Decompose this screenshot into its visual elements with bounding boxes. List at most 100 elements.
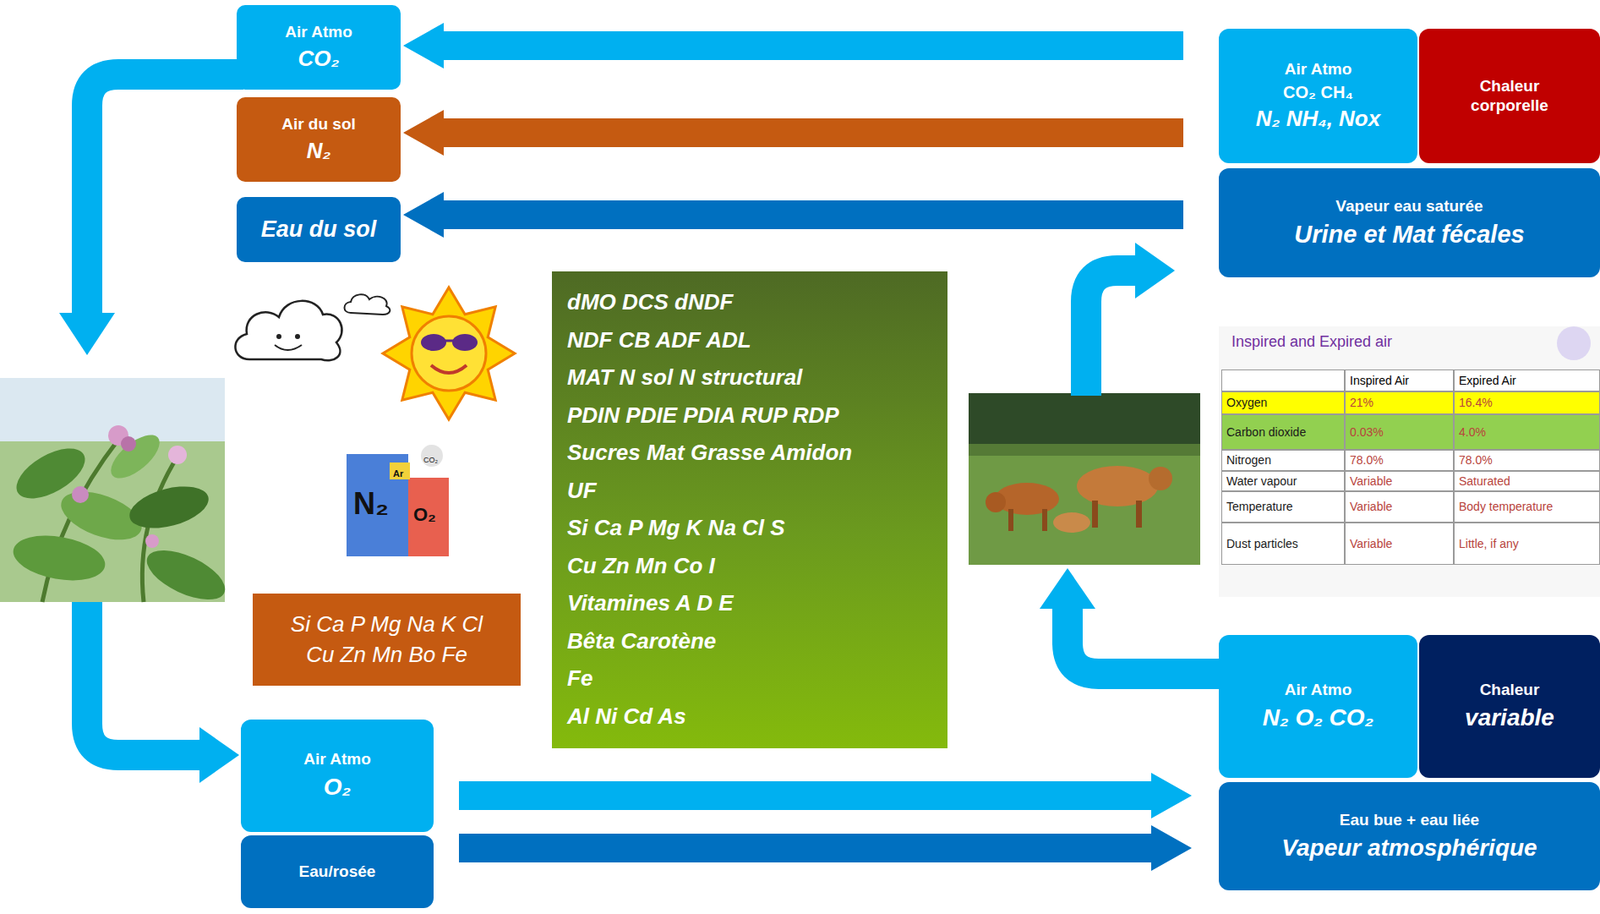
dew-box: Eau/rosée: [240, 835, 434, 908]
table-cell: 16.4%: [1453, 391, 1600, 415]
element-symbol: CO₂: [423, 450, 438, 466]
panel-line: MAT N sol N structural: [567, 358, 803, 397]
box-text: Air du sol: [281, 114, 356, 135]
photo-grass: [968, 393, 1201, 565]
arrow-head: [1039, 567, 1096, 609]
panel-line: Fe: [567, 659, 593, 698]
box-text: CO₂: [298, 45, 340, 72]
nitrogen-block: [346, 453, 409, 557]
block-arrow: [458, 772, 1192, 819]
box-text: Air Atmo: [1284, 60, 1353, 80]
leaf: [125, 478, 213, 536]
panel-line: Sucres Mat Grasse Amidon: [567, 433, 852, 472]
curved-arrow: [87, 74, 244, 315]
cow-leg: [1008, 508, 1014, 531]
table-ground: [1218, 326, 1600, 597]
cow-leg: [1135, 500, 1142, 528]
sun-icon: [382, 287, 515, 420]
box-text: variable: [1464, 703, 1555, 732]
air-box: Air AtmoCO₂: [236, 5, 401, 90]
table-cell: Variable: [1344, 470, 1454, 492]
box-text: Si Ca P Mg Na K Cl: [290, 611, 483, 638]
table-cell: 4.0%: [1453, 414, 1600, 450]
vapour-box: Vapeur eau saturéeUrine et Mat fécales: [1218, 168, 1600, 278]
table-cell-text: 16.4%: [1458, 395, 1493, 410]
sunglasses-bridge: [445, 339, 454, 343]
table-cell: [1221, 369, 1345, 392]
curved-arrow: [87, 601, 202, 755]
table-cell-text: Dust particles: [1226, 536, 1299, 552]
sun-rays: [382, 287, 515, 420]
panel-line: dMO DCS dNDF: [567, 283, 733, 322]
cloud-smile: [274, 344, 302, 350]
photo-trees: [968, 393, 1201, 444]
panel-line: NDF CB ADF ADL: [567, 321, 752, 360]
box-text: Eau du sol: [261, 215, 377, 243]
cow-head: [1148, 466, 1173, 491]
table-cell-text: Water vapour: [1226, 474, 1298, 489]
mineral-box: Si Ca P Mg Na K Cl Cu Zn Mn Bo Fe: [252, 593, 521, 686]
block-arrow: [403, 109, 1184, 156]
box-text: Vapeur atmosphérique: [1281, 833, 1537, 863]
plant-photo: [0, 377, 233, 610]
element-symbol-text: Ar: [393, 468, 404, 479]
box-text: N₂ O₂ CO₂: [1262, 703, 1375, 732]
co2-dot: [420, 444, 443, 467]
air-box: Air AtmoO₂: [240, 719, 434, 832]
table-cell: Expired Air: [1453, 369, 1600, 392]
leaf: [139, 540, 232, 610]
heat-box: Chaleur variable: [1419, 634, 1600, 778]
panel-line: Vitamines A D E: [567, 584, 734, 623]
box-text: Air Atmo: [1284, 680, 1353, 700]
element-symbol: O₂: [413, 503, 437, 526]
table-cell-text: Expired Air: [1458, 373, 1517, 388]
sun-smile: [431, 365, 467, 373]
table-cell: Oxygen: [1221, 391, 1345, 415]
feed-values-panel: dMO DCS dNDFNDF CB ADF ADLMAT N sol N st…: [551, 271, 948, 749]
cloud-eye: [294, 333, 301, 339]
small-cloud: [344, 294, 391, 315]
table-cell: Inspired Air: [1344, 369, 1454, 392]
box-text: Urine et Mat fécales: [1294, 219, 1524, 250]
oxygen-block: [408, 477, 449, 557]
flower: [168, 445, 187, 465]
box-text: Eau bue + eau liée: [1339, 810, 1480, 831]
arrow-head: [59, 312, 115, 355]
table-cell-text: Saturated: [1458, 474, 1511, 489]
table-cell: Saturated: [1453, 470, 1600, 492]
table-cell-text: Nitrogen: [1226, 453, 1272, 468]
photo-hedge: [968, 443, 1201, 456]
panel-line: PDIN PDIE PDIA RUP RDP: [567, 396, 840, 435]
block-arrow: [403, 22, 1184, 69]
leaf: [8, 437, 93, 508]
soil-air-box: Air du solN₂: [236, 97, 401, 182]
heat-box: Chaleur corporelle: [1419, 28, 1600, 164]
panel-line: Cu Zn Mn Co I: [567, 546, 716, 585]
table-cell-text: Temperature: [1226, 499, 1294, 514]
box-text: N₂ NH₄, Nox: [1255, 105, 1381, 132]
table-cell-text: Variable: [1349, 474, 1393, 489]
curved-arrow: [1067, 606, 1223, 674]
table-cell-text: 78.0%: [1349, 453, 1384, 468]
panel-line: Bêta Carotène: [567, 622, 716, 661]
cloud-eye: [276, 333, 282, 339]
panel-line: Si Ca P Mg K Na Cl S: [567, 508, 786, 547]
table-cell-text: Carbon dioxide: [1226, 425, 1306, 440]
sunglasses: [452, 333, 478, 351]
box-text: Chaleur: [1479, 680, 1540, 700]
flower: [71, 486, 89, 503]
element-symbol-text: O₂: [413, 503, 437, 525]
panel-line: UF: [567, 471, 597, 510]
table-cell: 78.0%: [1344, 449, 1454, 471]
table-title: Inspired and Expired air: [1231, 333, 1393, 352]
box-text: Air Atmo: [284, 22, 353, 43]
table-decoration: [1556, 326, 1591, 361]
flower: [145, 534, 159, 548]
air-box: Air AtmoCO₂ CH₄N₂ NH₄, Nox: [1218, 28, 1418, 164]
table-cell: Nitrogen: [1221, 449, 1345, 471]
table-cell: 21%: [1344, 391, 1454, 415]
box-text: Cu Zn Mn Bo Fe: [305, 641, 468, 668]
table-cell: Body temperature: [1453, 491, 1600, 523]
element-symbol-text: CO₂: [423, 455, 438, 465]
table-cell: Water vapour: [1221, 470, 1345, 492]
